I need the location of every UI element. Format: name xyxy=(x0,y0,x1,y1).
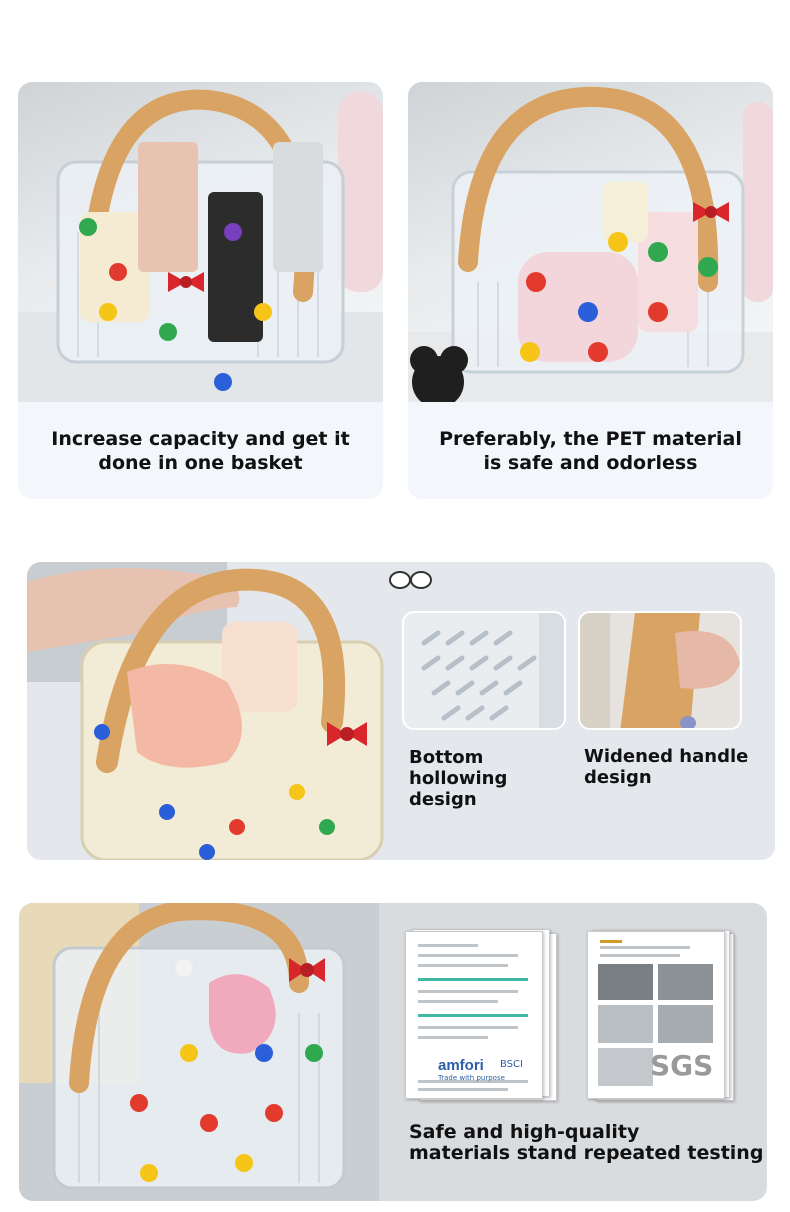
widened-handle-closeup xyxy=(578,611,742,730)
sgs-logo: SGS xyxy=(650,1049,714,1082)
basket-photo-clear xyxy=(19,903,379,1201)
widened-handle-label: Widened handle design xyxy=(584,746,749,788)
amfori-tagline: Trade with purpose xyxy=(438,1074,505,1082)
feature-caption: Increase capacity and get it done in one… xyxy=(51,427,350,474)
certification-caption: Safe and high-quality materials stand re… xyxy=(409,1121,764,1164)
bottom-hollowing-label: Bottom hollowing design xyxy=(409,747,508,810)
basket-illustration xyxy=(18,89,383,402)
feature-card-certification: amfori Trade with purpose BSCI SGS Safe … xyxy=(19,903,767,1201)
sgs-report-document: SGS xyxy=(587,931,725,1099)
feature-card-design: Bottom hollowing design Widened handle d… xyxy=(27,562,775,860)
amfori-report-document: amfori Trade with purpose BSCI xyxy=(405,931,543,1099)
bottom-hollowing-closeup xyxy=(402,611,566,730)
bsci-logo: BSCI xyxy=(500,1059,523,1070)
feature-caption: Preferably, the PET material is safe and… xyxy=(439,427,742,474)
feature-card-capacity: Increase capacity and get it done in one… xyxy=(18,82,383,499)
basket-photo-capacity xyxy=(18,82,383,402)
basket-illustration xyxy=(408,86,773,408)
amfori-logo: amfori xyxy=(438,1057,484,1074)
feature-card-material: Preferably, the PET material is safe and… xyxy=(408,82,773,499)
basket-photo-material xyxy=(408,82,773,408)
